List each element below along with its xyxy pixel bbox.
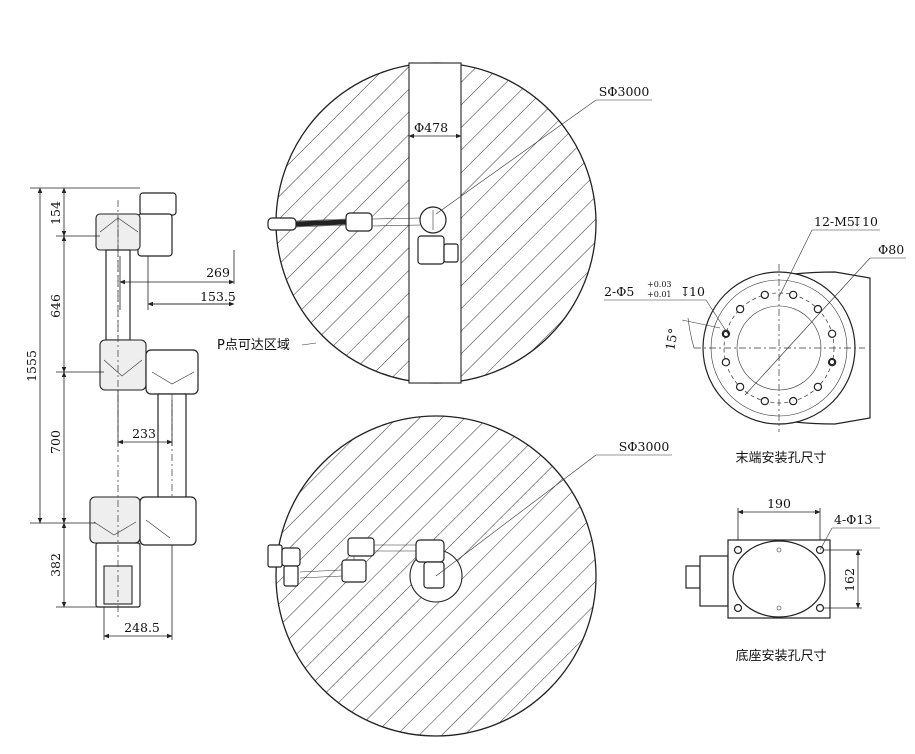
flange-angle-label: 15°: [662, 327, 681, 351]
dim-upper-offset: 154: [48, 201, 63, 225]
tapped-hole: [827, 329, 837, 338]
tapped-hole: [813, 304, 823, 314]
flange-pin-depth: 10: [689, 284, 705, 299]
tapped-hole: [789, 396, 798, 406]
tapped-hole: [813, 382, 823, 392]
sphere-bottom-label: SΦ3000: [619, 439, 670, 454]
base-hole: [733, 545, 743, 555]
robot-bottom-outline: [267, 537, 445, 589]
tapped-hole: [735, 304, 745, 314]
robot-top-outline: [267, 206, 459, 265]
end-flange-view: 12-M5 10 ↧ Φ80 2-Φ5 +0.03 +0.01 ↧ 10 15°…: [604, 214, 906, 466]
flange-bolt-holes: [721, 290, 837, 406]
base-width-dim: 190: [767, 496, 791, 511]
depth-symbol-1: ↧: [852, 214, 862, 229]
base-hole: [815, 603, 825, 613]
side-view: 1555 154 646 700 382 269 153.5 233 248.5: [24, 187, 236, 640]
base-mount-view: 190 162 4-Φ13 底座安装孔尺寸: [685, 496, 880, 664]
tapped-hole: [789, 290, 798, 300]
tapped-hole: [721, 358, 731, 367]
base-height-dim: 162: [842, 568, 857, 592]
dim-wrist-offset-1: 269: [206, 265, 230, 280]
depth-symbol-2: ↧: [680, 284, 690, 299]
robot-side-outline: [89, 192, 199, 620]
workspace-bottom: SΦ3000: [267, 415, 672, 737]
flange-tol-lower: +0.01: [647, 290, 672, 299]
base-caption: 底座安装孔尺寸: [735, 648, 826, 664]
tapped-hole: [760, 290, 770, 300]
tapped-hole: [760, 396, 770, 406]
base-hole: [733, 603, 743, 613]
dim-forearm: 700: [48, 430, 63, 454]
dim-base: 382: [48, 553, 63, 577]
sphere-top-label: SΦ3000: [599, 84, 650, 99]
flange-tol-upper: +0.03: [647, 280, 672, 289]
base-holes-label: 4-Φ13: [834, 512, 872, 527]
dim-wrist-offset-2: 153.5: [200, 289, 236, 304]
workspace-top: Φ478 SΦ3000 P点可达区域: [217, 62, 652, 384]
dim-total: 1555: [24, 350, 39, 382]
reach-area-label: P点可达区域: [217, 338, 290, 353]
flange-pin-label: 2-Φ5: [604, 284, 634, 299]
dim-base-width: 248.5: [124, 620, 160, 635]
dim-upper-arm: 646: [48, 294, 63, 318]
column-dimension-label: Φ478: [414, 120, 448, 135]
flange-tapped-label: 12-M5: [814, 214, 855, 229]
pin-hole: [828, 358, 836, 366]
flange-tapped-depth: 10: [862, 214, 878, 229]
flange-diameter-label: Φ80: [878, 242, 904, 257]
dim-elbow-offset: 233: [132, 426, 156, 441]
flange-caption: 末端安装孔尺寸: [735, 451, 826, 466]
tapped-hole: [735, 382, 745, 392]
